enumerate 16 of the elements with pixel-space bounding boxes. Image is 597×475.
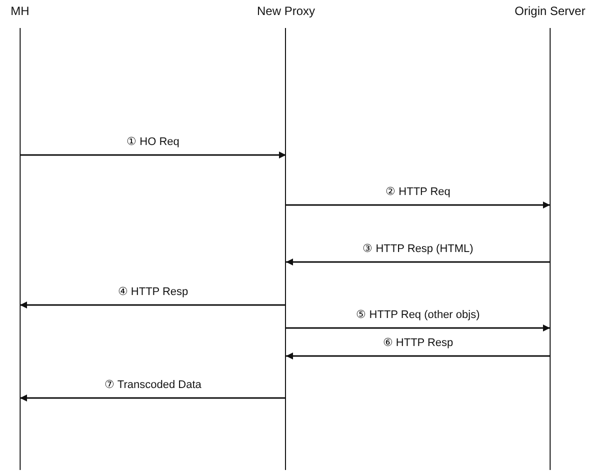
message-label: ④ HTTP Resp bbox=[116, 286, 190, 299]
message-arrow bbox=[20, 152, 286, 158]
participant-label: Origin Server bbox=[514, 4, 586, 18]
message-label: ⑥ HTTP Resp bbox=[380, 337, 456, 350]
participant-label: MH bbox=[10, 4, 30, 18]
participant-label: New Proxy bbox=[257, 4, 315, 18]
message-arrow bbox=[286, 324, 550, 332]
message-label: ② HTTP Req bbox=[384, 186, 452, 199]
message-label: ① HO Req bbox=[124, 136, 182, 149]
message-arrow bbox=[286, 202, 550, 208]
message-arrow bbox=[286, 352, 550, 360]
message-arrow bbox=[20, 302, 286, 308]
message-label: ⑤ HTTP Req (other objs) bbox=[354, 309, 482, 322]
message-arrow bbox=[20, 394, 286, 402]
message-arrow bbox=[286, 258, 550, 266]
message-label: ③ HTTP Resp (HTML) bbox=[360, 243, 476, 256]
